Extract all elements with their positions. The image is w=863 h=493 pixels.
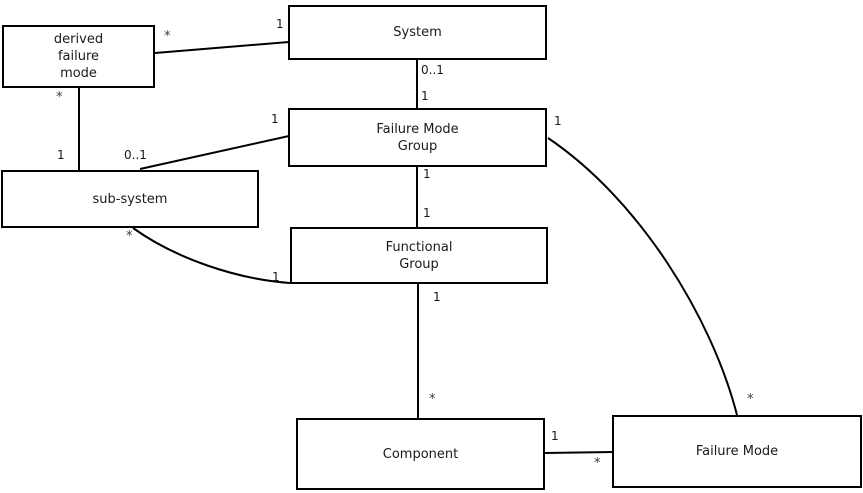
class-box-failure-mode-group[interactable]: Failure Mode Group [288,108,547,167]
class-label-failure-mode-group: Failure Mode Group [376,121,459,154]
multiplicity-fg-component-star: * [429,392,436,407]
class-box-derived-failure-mode[interactable]: derived failure mode [2,25,155,88]
class-label-component: Component [382,446,459,462]
class-box-failure-mode[interactable]: Failure Mode [612,415,862,488]
multiplicity-fmg-fg-one-top: 1 [423,167,431,181]
class-box-component[interactable]: Component [296,418,545,490]
class-label-functional-group: Functional Group [385,239,453,272]
class-label-sub-system: sub-system [92,191,168,207]
multiplicity-system-fmg-zero-one: 0..1 [421,63,444,77]
multiplicity-component-fm-star: * [594,456,601,471]
edge-failure-mode-group-failure-mode [547,137,738,416]
multiplicity-system-fmg-one: 1 [421,89,429,103]
multiplicity-subsystem-fg-star: * [126,229,133,244]
edge-derived-failure-mode-system [154,41,290,54]
class-box-system[interactable]: System [288,5,547,60]
multiplicity-fg-subsystem-one: 1 [272,270,280,284]
multiplicity-fmg-fm-star: * [747,392,754,407]
multiplicity-subsystem-fmg-zero-one: 0..1 [124,148,147,162]
multiplicity-fmg-subsystem-one: 1 [271,112,279,126]
multiplicity-dfm-subsystem-star: * [56,90,63,105]
class-label-derived-failure-mode: derived failure mode [53,32,104,81]
class-box-sub-system[interactable]: sub-system [1,170,259,228]
edge-sub-system-failure-mode-group [139,135,290,170]
class-label-system: System [393,25,442,40]
multiplicity-fmg-fm-one: 1 [554,114,562,128]
class-box-functional-group[interactable]: Functional Group [290,227,548,284]
class-label-failure-mode: Failure Mode [695,444,779,459]
multiplicity-dfm-system-star: * [164,29,171,44]
multiplicity-fg-component-one: 1 [433,290,441,304]
edge-component-failure-mode [544,451,614,454]
edge-sub-system-functional-group [132,227,291,284]
multiplicity-subsystem-dfm-one: 1 [57,148,65,162]
multiplicity-system-dfm-one: 1 [276,17,284,31]
multiplicity-fmg-fg-one-bottom: 1 [423,206,431,220]
multiplicity-component-fm-one: 1 [551,429,559,443]
